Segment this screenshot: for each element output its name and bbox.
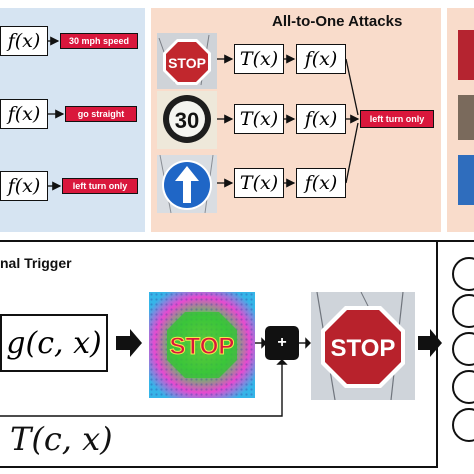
plus-symbol: +: [277, 334, 287, 351]
classifier-box: f(x): [296, 168, 346, 198]
patched-stop-sign-image: STOP: [311, 292, 415, 400]
classifier-box: f(x): [0, 99, 48, 129]
ahead-only-sign-image: [157, 155, 217, 213]
stop-sign-text: STOP: [168, 55, 206, 71]
transform-box: T(x): [234, 104, 284, 134]
next-panel-sign-fragment: [458, 30, 474, 80]
trigger-pattern-image: STOP: [149, 292, 255, 398]
speed-limit-sign-image: 30: [157, 91, 217, 149]
classifier-box: f(x): [0, 171, 48, 201]
output-node: [452, 408, 474, 442]
target-prediction-label: left turn only: [360, 110, 434, 128]
prediction-label: left turn only: [62, 178, 138, 194]
transform-label: T(c, x): [10, 420, 113, 458]
generator-box: g(c, x): [0, 314, 108, 372]
bottom-panel-border: [0, 242, 438, 468]
section-divider: [0, 240, 474, 242]
prediction-label: 30 mph speed: [60, 33, 138, 49]
speed-limit-text: 30: [175, 108, 199, 133]
flow-arrows: [48, 36, 360, 191]
prediction-label: go straight: [65, 106, 137, 122]
bottom-panel-title: nal Trigger: [0, 255, 72, 271]
output-node: [452, 332, 474, 366]
patched-sign-text: STOP: [331, 335, 396, 362]
stop-sign-image: STOP: [157, 33, 217, 89]
add-operator: +: [265, 326, 299, 360]
output-node: [452, 294, 474, 328]
next-panel-sign-fragment: [458, 95, 474, 140]
bottom-flow-arrows: [0, 329, 442, 417]
trigger-sign-text: STOP: [170, 333, 235, 360]
transform-box: T(x): [234, 168, 284, 198]
transform-box: T(x): [234, 44, 284, 74]
classifier-box: f(x): [296, 44, 346, 74]
classifier-box: f(x): [296, 104, 346, 134]
panel-title: All-to-One Attacks: [272, 13, 403, 30]
output-node: [452, 257, 474, 291]
output-node: [452, 370, 474, 404]
next-panel-sign-fragment: [458, 155, 474, 205]
classifier-box: f(x): [0, 26, 48, 56]
